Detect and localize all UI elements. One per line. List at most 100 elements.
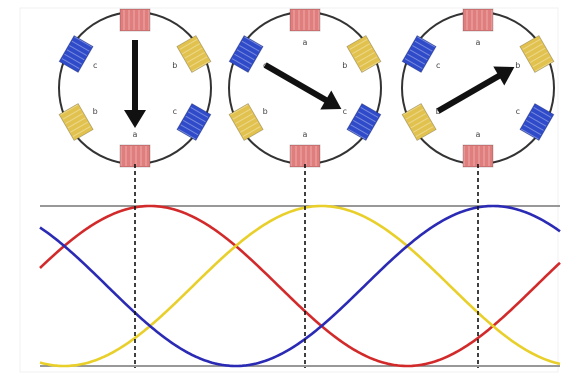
pole-winding bbox=[61, 58, 80, 69]
waveform-phase-c bbox=[39, 204, 561, 368]
arrow-shaft bbox=[263, 62, 333, 106]
pole-winding bbox=[189, 56, 208, 68]
pole-6 bbox=[401, 34, 437, 74]
pole-winding bbox=[529, 52, 548, 63]
pole-winding bbox=[404, 58, 423, 69]
pole-winding bbox=[239, 45, 258, 56]
pole-label: b bbox=[93, 107, 98, 116]
pole-winding bbox=[74, 36, 93, 48]
pole-winding bbox=[524, 43, 543, 55]
pole-winding bbox=[356, 52, 375, 63]
waveform-graph bbox=[39, 204, 561, 368]
pole-winding bbox=[242, 126, 261, 137]
arrow-head bbox=[320, 90, 342, 110]
pole-winding bbox=[64, 53, 83, 65]
pole-winding bbox=[351, 43, 370, 55]
pole-winding bbox=[66, 49, 85, 61]
pole-block bbox=[58, 34, 94, 74]
pole-label: b bbox=[515, 61, 520, 70]
pole-label: b bbox=[172, 61, 177, 70]
arrow-head bbox=[124, 110, 146, 128]
pole-winding bbox=[533, 107, 552, 118]
pole-winding bbox=[69, 45, 88, 56]
pole-winding bbox=[236, 49, 255, 61]
pole-winding bbox=[407, 53, 426, 65]
pole-label: b bbox=[342, 61, 347, 70]
field-vector-arrow bbox=[436, 66, 515, 114]
pole-winding bbox=[230, 104, 249, 116]
pole-winding bbox=[177, 128, 196, 140]
waveform-phase-b bbox=[39, 204, 561, 368]
pole-block bbox=[346, 102, 382, 142]
pole-2 bbox=[176, 34, 212, 74]
pole-winding bbox=[405, 108, 424, 120]
pole-3 bbox=[346, 102, 382, 142]
pole-2 bbox=[346, 34, 382, 74]
pole-winding bbox=[241, 40, 260, 52]
pole-4 bbox=[462, 144, 494, 168]
pole-winding bbox=[240, 121, 259, 133]
pole-winding bbox=[408, 113, 427, 124]
pole-winding bbox=[527, 47, 546, 59]
pole-winding bbox=[525, 120, 544, 131]
pole-block bbox=[462, 8, 494, 32]
pole-winding bbox=[350, 124, 369, 136]
pole-label: a bbox=[133, 130, 138, 139]
pole-winding bbox=[520, 128, 539, 140]
pole-6 bbox=[58, 34, 94, 74]
pole-label: b bbox=[263, 107, 268, 116]
pole-winding bbox=[181, 43, 200, 55]
pole-winding bbox=[71, 40, 90, 52]
pole-winding bbox=[60, 104, 79, 116]
pole-winding bbox=[534, 60, 553, 72]
pole-winding bbox=[414, 40, 433, 52]
pole-label: a bbox=[303, 38, 308, 47]
pole-winding bbox=[184, 47, 203, 59]
pole-winding bbox=[352, 120, 371, 131]
pole-block bbox=[519, 34, 555, 74]
pole-4 bbox=[289, 144, 321, 168]
pole-block bbox=[289, 8, 321, 32]
pole-label: a bbox=[476, 130, 481, 139]
pole-block bbox=[346, 34, 382, 74]
pole-block bbox=[176, 34, 212, 74]
pole-winding bbox=[528, 115, 547, 127]
pole-winding bbox=[415, 126, 434, 137]
pole-3 bbox=[176, 102, 212, 142]
stator-group: abcabcabcabcabcabc bbox=[58, 8, 555, 168]
pole-winding bbox=[187, 111, 206, 123]
pole-winding bbox=[190, 107, 209, 118]
pole-winding bbox=[360, 107, 379, 118]
pole-block bbox=[176, 102, 212, 142]
pole-1 bbox=[289, 8, 321, 32]
pole-4 bbox=[119, 144, 151, 168]
pole-label: a bbox=[303, 130, 308, 139]
pole-winding bbox=[522, 39, 541, 50]
pole-winding bbox=[355, 115, 374, 127]
pole-winding bbox=[232, 108, 251, 120]
outer-frame bbox=[19, 7, 559, 373]
pole-winding bbox=[179, 39, 198, 50]
pole-block bbox=[401, 102, 437, 142]
pole-winding bbox=[532, 56, 551, 68]
pole-winding bbox=[185, 115, 204, 127]
pole-label: a bbox=[476, 38, 481, 47]
pole-block bbox=[519, 102, 555, 142]
pole-1 bbox=[119, 8, 151, 32]
pole-5 bbox=[401, 102, 437, 142]
pole-6 bbox=[228, 34, 264, 74]
pole-winding bbox=[357, 111, 376, 123]
pole-1 bbox=[462, 8, 494, 32]
pole-block bbox=[228, 34, 264, 74]
pole-block bbox=[119, 8, 151, 32]
pole-block bbox=[401, 34, 437, 74]
pole-winding bbox=[191, 60, 210, 72]
pole-winding bbox=[70, 121, 89, 133]
pole-winding bbox=[347, 128, 366, 140]
pole-winding bbox=[359, 56, 378, 68]
arrow-head bbox=[493, 66, 515, 86]
